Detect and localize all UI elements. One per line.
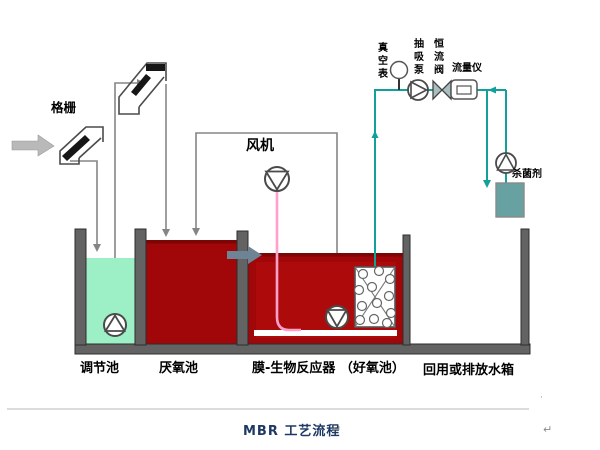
page-title: MBR 工艺流程 — [243, 424, 341, 439]
aeration-pipe — [254, 330, 397, 336]
arrow-into-anaerobic-from-return — [192, 228, 200, 236]
arrow-permeate-up — [371, 130, 379, 138]
right-return-mark: ↵ — [543, 423, 553, 436]
screen-label: 格栅 — [51, 100, 77, 115]
anaerobic-tank-sludge — [146, 240, 237, 344]
flow-meter-icon — [450, 79, 478, 100]
sludge-return-pipe — [195, 132, 338, 306]
permeate-pipes — [374, 89, 507, 267]
recirculation-pump-icon — [325, 305, 349, 329]
mbr-tank-label: 膜-生物反应器 （好氧池） — [252, 361, 405, 376]
divider-wall-3 — [402, 234, 411, 346]
disinfectant-label: 杀菌剂 — [512, 169, 542, 180]
arrow-into-reuse-tank — [483, 180, 491, 188]
left-wall — [74, 228, 87, 346]
tank-structure — [74, 228, 531, 355]
vacuum-gauge-label: 真空表 — [378, 43, 388, 80]
anaerobic-tank-label: 厌氧池 — [159, 361, 199, 376]
arrow-into-anaerobic-from-screen — [162, 229, 170, 237]
blower-label: 风机 — [246, 138, 274, 154]
constant-flow-valve-label: 恒流阀 — [434, 39, 444, 76]
dosing-pump-icon — [495, 152, 517, 174]
suction-pump-label: 抽吸泵 — [414, 39, 424, 76]
air-pipe — [275, 191, 301, 332]
reuse-tank-label: 回用或排放水箱 — [423, 363, 515, 378]
caption-return-mark: ↵ — [332, 423, 342, 436]
membrane-module-icon — [353, 265, 397, 329]
arrow-into-regulation-tank — [93, 244, 101, 252]
vacuum-gauge-icon — [389, 60, 409, 90]
influent-arrow-icon — [11, 134, 55, 157]
constant-flow-valve-icon — [432, 79, 452, 101]
divider-wall-1 — [134, 228, 147, 346]
teal-arrowheads — [371, 86, 496, 188]
mbr-tank-sludge-topline — [248, 253, 403, 257]
divider-wall-2 — [236, 230, 249, 346]
suction-pump-icon — [407, 79, 429, 101]
stray-mark: · — [540, 393, 543, 403]
regulation-tank-label: 调节池 — [80, 361, 120, 376]
transfer-arrow-icon — [227, 246, 262, 264]
bar-screen-icon-2 — [118, 62, 167, 115]
bar-screen-icon-1 — [59, 126, 104, 165]
separator-line — [7, 408, 529, 410]
anaerobic-tank-sludge-topline — [146, 240, 237, 244]
gray-arrowheads — [93, 79, 200, 252]
flow-meter-label: 流量仪 — [452, 63, 482, 74]
arrow-dosing-left — [488, 86, 496, 94]
floor — [74, 343, 531, 355]
blower-icon — [264, 166, 290, 192]
disinfectant-tank — [495, 182, 525, 218]
right-wall — [520, 228, 530, 346]
regulation-tank-pump-icon — [103, 313, 127, 337]
